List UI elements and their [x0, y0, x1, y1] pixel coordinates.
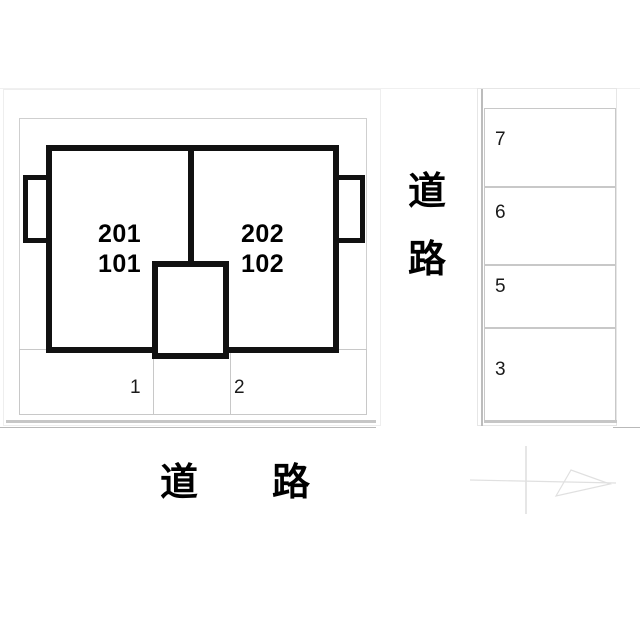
side-parking-stall-3-label: 3 — [495, 359, 506, 380]
road-label-south: 道 路 — [160, 462, 329, 504]
party-wall-divider — [188, 148, 194, 268]
parking-stall-1-label: 1 — [130, 377, 141, 398]
south-road-edge-right-upper — [484, 420, 617, 423]
site-top-guide-line — [0, 88, 640, 89]
road-label-east-char-1: 道 — [407, 171, 446, 213]
south-road-edge-left-upper — [6, 420, 376, 423]
front-parking-divider-1 — [153, 349, 154, 415]
side-parking-outer-frame — [477, 88, 617, 426]
side-parking-stall-6-label: 6 — [495, 202, 506, 223]
parking-stall-2-label: 2 — [234, 377, 245, 398]
side-parking-stall-7-label: 7 — [495, 129, 506, 150]
unit-label-right: 202 102 — [241, 220, 285, 278]
road-label-east: 道 路 — [400, 158, 454, 294]
south-road-edge-left-lower — [0, 427, 376, 428]
south-road-edge-right-lower — [613, 427, 640, 428]
side-parking-stall-6 — [484, 187, 616, 265]
side-parking-stall-3 — [484, 328, 616, 421]
unit-label-left: 201 101 — [98, 220, 142, 278]
front-parking-strip — [19, 349, 367, 415]
front-parking-divider-2 — [230, 349, 231, 415]
side-parking-stall-5-label: 5 — [495, 276, 506, 297]
road-label-east-char-2: 路 — [407, 239, 446, 281]
north-arrow-icon — [468, 440, 618, 520]
site-boundary-outer — [3, 89, 381, 426]
side-parking-stall-7 — [484, 108, 616, 187]
stair-entrance-block — [152, 261, 229, 359]
side-parking-stall-5 — [484, 265, 616, 328]
side-parking-left-edge — [481, 89, 483, 426]
